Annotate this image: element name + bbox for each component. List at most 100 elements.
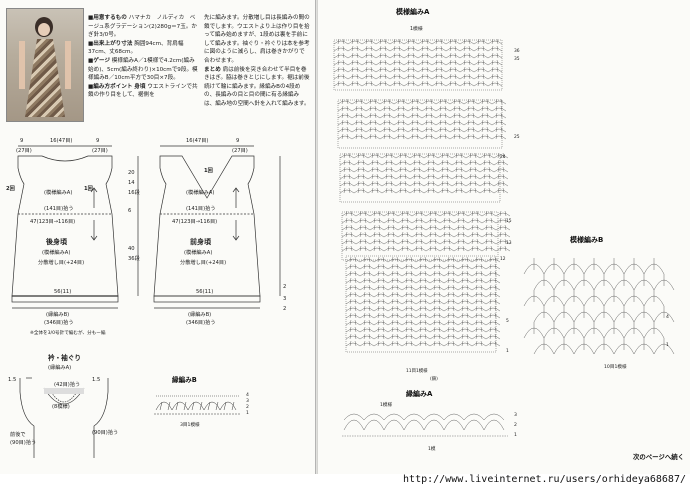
dim-v8: 3 [283, 296, 286, 302]
pattern-a-row-5: 5 [506, 318, 509, 324]
model-face [38, 23, 50, 36]
front-body-outline [153, 155, 261, 297]
pattern-a-stitch-row [339, 159, 509, 166]
pattern-b-row-1: 1 [666, 342, 669, 348]
pattern-b-stitch-row [523, 258, 665, 275]
back-dim-top-mid: 16(47目) [50, 137, 72, 144]
front-waist: (141目)拾う [186, 204, 216, 212]
pattern-a-row-1: 1 [506, 348, 509, 354]
front-pattern-note: (模様編みA) [186, 188, 214, 196]
back-pattern-note: (模様編みA) [44, 188, 72, 196]
front-hem: (縁編みB) [188, 310, 211, 318]
pattern-b-title: 模様編みB [570, 235, 603, 244]
neck-edge-title: 衿・袖ぐり [48, 353, 81, 362]
pattern-a-row-12: 12 [500, 256, 506, 262]
pattern-b-stitch-row [533, 338, 675, 355]
edge-b-row-1: 1 [246, 410, 249, 416]
dim-v9: 2 [283, 306, 286, 312]
back-dim-top-sub-right: (27目) [92, 147, 108, 154]
pattern-b-row-4: 4 [666, 314, 669, 320]
materials-heading: ■用意するもの [88, 15, 127, 21]
pattern-a-stitch-row [345, 270, 501, 277]
pattern-a-row-35: 35 [514, 56, 520, 62]
back-direction-arrow-down [90, 220, 98, 241]
edge-b-title: 縁編みB [172, 375, 197, 384]
pattern-a-stitch-row [345, 305, 501, 312]
dim-v3: 16段 [128, 188, 140, 196]
pattern-a-stitch-row [345, 284, 501, 291]
pattern-a-stitch-row [333, 52, 503, 59]
pattern-a-stitch-row [345, 326, 501, 333]
pattern-a-stitch-row [333, 80, 503, 87]
pattern-a-stitch-row [339, 152, 509, 159]
pattern-a-row-24: 24 [500, 154, 506, 160]
points-label: 身頃 [134, 83, 146, 90]
back-note: 分散増し目(+24目) [38, 258, 84, 266]
neck-edge-bottom-left: 前後で [10, 430, 26, 438]
pattern-a-stitch-row [333, 73, 503, 80]
edge-a-stitches [342, 413, 508, 437]
edge-b-diagram: 縁編みB 4 3 2 1 3目1模様 [154, 375, 249, 428]
pattern-a-stitch-row [345, 256, 501, 263]
pattern-a-stitch-row [333, 59, 503, 66]
neck-edge-subtitle: (縁編みA) [48, 363, 71, 371]
pattern-a-stitch-row [345, 291, 501, 298]
pattern-a-stitch-row [339, 180, 509, 187]
pattern-a-row-36: 36 [514, 48, 520, 54]
pattern-a-stitches [333, 38, 511, 347]
pattern-a-stitch-row [341, 245, 511, 252]
neck-edge-right: 1.5 [92, 377, 100, 383]
back-hem-band [11, 295, 119, 303]
gauge-heading: ■ゲージ [88, 57, 110, 64]
back-direction-arrow-up [90, 187, 98, 208]
edge-a-row-1: 1 [514, 432, 517, 438]
neck-edge-left: 1.5 [8, 377, 16, 383]
front-hem-count: (346目)拾う [186, 318, 216, 326]
gauge-body: 模様編みA／1模様で4.2cm(編み始め)、5cm(編み終わり)×10cmで9段… [88, 57, 198, 82]
edge-a-row-3: 3 [514, 412, 517, 418]
pattern-a-stitch-row [337, 126, 507, 133]
pattern-b-stitch-row [533, 274, 675, 291]
neck-edge-bottom-count: (90目)拾う [10, 438, 36, 446]
size-body: 胸囲94cm、背肩幅37cm、丈68cm。 [88, 40, 184, 56]
pattern-b-stitches [523, 258, 675, 355]
pattern-a-stitch-row [333, 66, 503, 73]
edge-a-row-2: 2 [514, 422, 517, 428]
pattern-b-chart: 模様編みB 4 1 10目1模様 [523, 235, 675, 370]
dim-v7: 2 [283, 284, 286, 290]
edge-a-repeat: 1模様 [380, 401, 393, 408]
front-direction-arrow-up [232, 187, 240, 208]
pattern-a-stitch-row [345, 333, 501, 340]
front-hem-band [153, 295, 261, 303]
pattern-b-count: 10目1模様 [604, 363, 627, 370]
dim-v6: 36段 [128, 254, 140, 262]
pattern-a-stitch-row [345, 277, 501, 284]
pattern-a-repeat: 1模様 [410, 25, 423, 32]
edge-b-row-2: 2 [246, 404, 249, 410]
dim-v2: 14 [128, 180, 135, 186]
front-dim-top-right: 9 [236, 138, 239, 144]
body-continued: 先に編みます。分散増し目は長編みの間の鎖でします。ウエストより上は作り目を拾って… [204, 15, 310, 64]
pattern-a-row-25: 25 [514, 134, 520, 140]
pattern-a-count: 11目1模様 [406, 367, 428, 374]
pattern-a-stitch-row [345, 298, 501, 305]
front-dim-top-sub-right: (27目) [232, 147, 248, 154]
edge-a-title: 縁編みA [406, 389, 433, 398]
pattern-a-stitch-row [337, 98, 507, 105]
back-title: 後身頃 [45, 237, 68, 246]
pattern-a-row-15: 15 [506, 218, 512, 224]
model-photo [6, 8, 84, 122]
edge-b-row-3: 3 [246, 398, 249, 404]
instructions-text: ■用意するもの ハマナカ ノルディカ ベージュ系グラデーション(2)280g＝7… [88, 14, 310, 109]
pattern-a-stitch-row [333, 38, 503, 45]
pattern-a-stitch-row [337, 112, 507, 119]
front-waist-count: 47(123目→116目) [172, 218, 217, 225]
pattern-a-stitch-row [341, 224, 511, 231]
pattern-a-stitch-row [337, 119, 507, 126]
neck-edge-top: (42目)拾う [54, 380, 80, 388]
pattern-b-stitch-row [523, 322, 665, 339]
back-dim-top-left: 9 [20, 138, 23, 144]
pattern-b-stitch-row [523, 290, 665, 307]
pattern-a-stitch-row [345, 312, 501, 319]
